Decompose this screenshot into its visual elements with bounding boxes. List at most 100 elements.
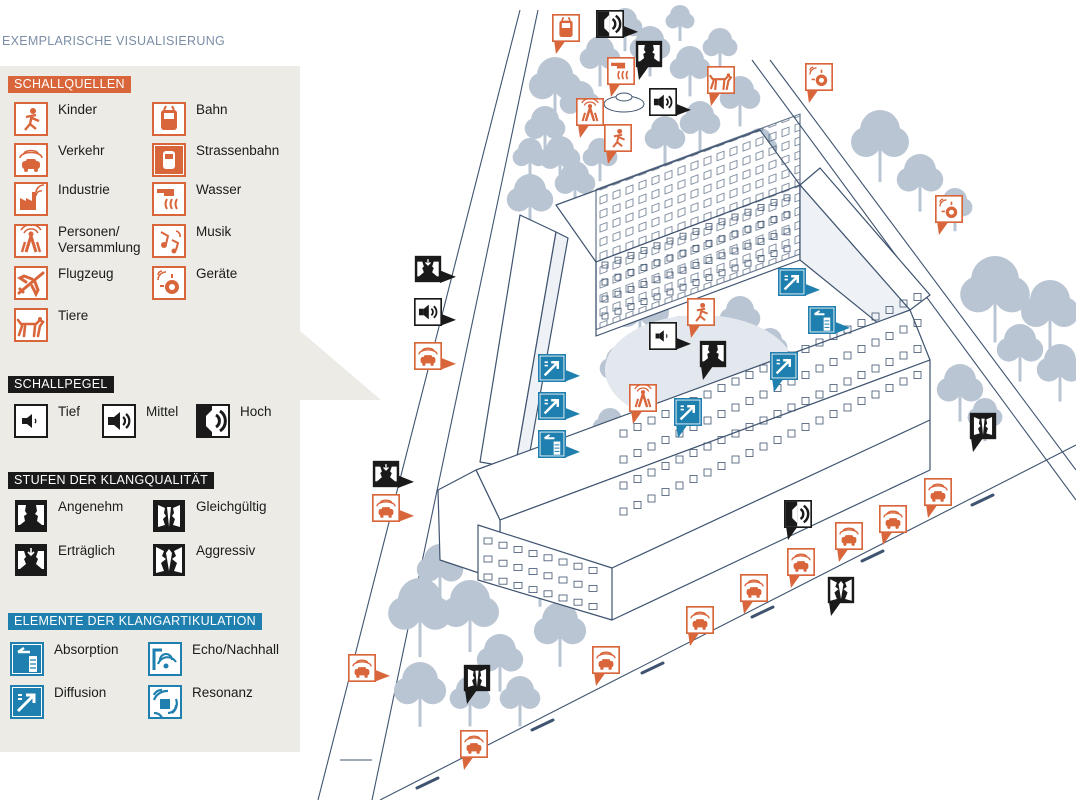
legend-item-label: Diffusion (54, 685, 107, 700)
legend-item-label: Industrie (58, 182, 110, 197)
speaker-medium-marker (414, 298, 456, 326)
tram-icon (152, 143, 186, 177)
dog-icon (14, 308, 48, 342)
water-marker (607, 57, 635, 97)
faces-pleasant-marker (699, 340, 727, 380)
legend-item-label: Mittel (146, 404, 179, 419)
car-icon (592, 646, 620, 674)
speaker-high-marker (596, 10, 638, 38)
tree (996, 324, 1044, 382)
lane-dashes (415, 493, 995, 790)
tree (499, 676, 541, 727)
faces-aggressive-marker (827, 576, 855, 616)
car-icon (372, 494, 400, 522)
legend-item-label: Verkehr (58, 143, 105, 158)
legend-item-label: Tief (58, 404, 81, 419)
tree (936, 364, 984, 422)
faces-bearable-icon (15, 544, 47, 576)
train-marker (552, 14, 580, 54)
tree (441, 580, 499, 652)
people-marker (576, 98, 604, 138)
water-icon (607, 57, 635, 85)
legend-item-label: Echo/Nachhall (192, 642, 280, 657)
legend-item-label: Erträglich (58, 543, 116, 558)
car-marker (924, 478, 952, 518)
diffusion-icon (538, 354, 566, 382)
diffusion-icon (538, 392, 566, 420)
car-icon (787, 548, 815, 576)
legend-item-label: Wasser (196, 182, 242, 197)
faces-pleasant-icon (15, 500, 47, 532)
faces-pleasant-icon (635, 40, 663, 68)
dog-icon (707, 66, 735, 94)
speaker-high-icon (596, 10, 624, 38)
legend-item-label: Musik (196, 224, 232, 239)
absorption-marker (538, 430, 580, 458)
car-icon (14, 143, 48, 177)
child-icon (604, 124, 632, 152)
faces-indifferent-icon (463, 664, 491, 692)
page-title: EXEMPLARISCHE VISUALISIERUNG (2, 34, 226, 48)
legend-item-label: Strassenbahn (196, 143, 280, 158)
absorption-icon (808, 306, 836, 334)
tree (1036, 344, 1076, 402)
tree (388, 578, 452, 658)
car-icon (348, 654, 376, 682)
people-marker (629, 384, 657, 424)
speaker-high-icon (784, 500, 812, 528)
legend-item-label: Personen/ Versammlung (58, 224, 141, 255)
tree (393, 662, 447, 727)
faces-aggressive-icon (827, 576, 855, 604)
speaker-low-icon (649, 322, 677, 350)
car-icon (835, 522, 863, 550)
diffusion-marker (778, 268, 820, 296)
device-icon (805, 63, 833, 91)
diffusion-icon (674, 398, 702, 426)
tree (1021, 280, 1076, 352)
car-icon (924, 478, 952, 506)
speaker-medium-marker (649, 88, 691, 116)
tree (476, 634, 524, 692)
car-marker (372, 494, 414, 522)
tree (679, 101, 721, 152)
diffusion-icon (10, 685, 44, 719)
speaker-medium-icon (102, 404, 136, 438)
tree (533, 602, 587, 667)
legend-item-label: Tiere (58, 308, 89, 323)
tree (644, 116, 686, 167)
legend-item-label: Gleichgültig (196, 499, 267, 514)
people-icon (576, 98, 604, 126)
faces-indifferent-icon (969, 412, 997, 440)
tree (554, 161, 596, 212)
legend-item-label: Hoch (240, 404, 272, 419)
tree (512, 138, 548, 182)
legend-heading-schallpegel: SCHALLPEGEL (8, 376, 114, 393)
device-marker (935, 195, 963, 235)
diffusion-marker (770, 352, 798, 392)
tree (896, 154, 944, 212)
legend-item-label: Angenehm (58, 499, 124, 514)
resonance-icon (148, 685, 182, 719)
car-icon (414, 342, 442, 370)
faces-indifferent-marker (969, 412, 997, 452)
car-marker (460, 730, 488, 770)
device-marker (805, 63, 833, 103)
tree (506, 174, 554, 232)
absorption-marker (808, 306, 850, 334)
train-icon (552, 14, 580, 42)
building (437, 113, 931, 621)
car-marker (348, 654, 390, 682)
car-marker (414, 342, 456, 370)
legend-item-label: Resonanz (192, 685, 253, 700)
dog-marker (707, 66, 735, 106)
car-icon (460, 730, 488, 758)
car-marker (835, 522, 863, 562)
faces-pleasant-icon (699, 340, 727, 368)
speaker-low-marker (649, 322, 691, 350)
tree (960, 256, 1030, 343)
faces-aggressive-icon (153, 544, 185, 576)
legend-pointer (299, 330, 381, 400)
faces-bearable-icon (372, 460, 400, 488)
